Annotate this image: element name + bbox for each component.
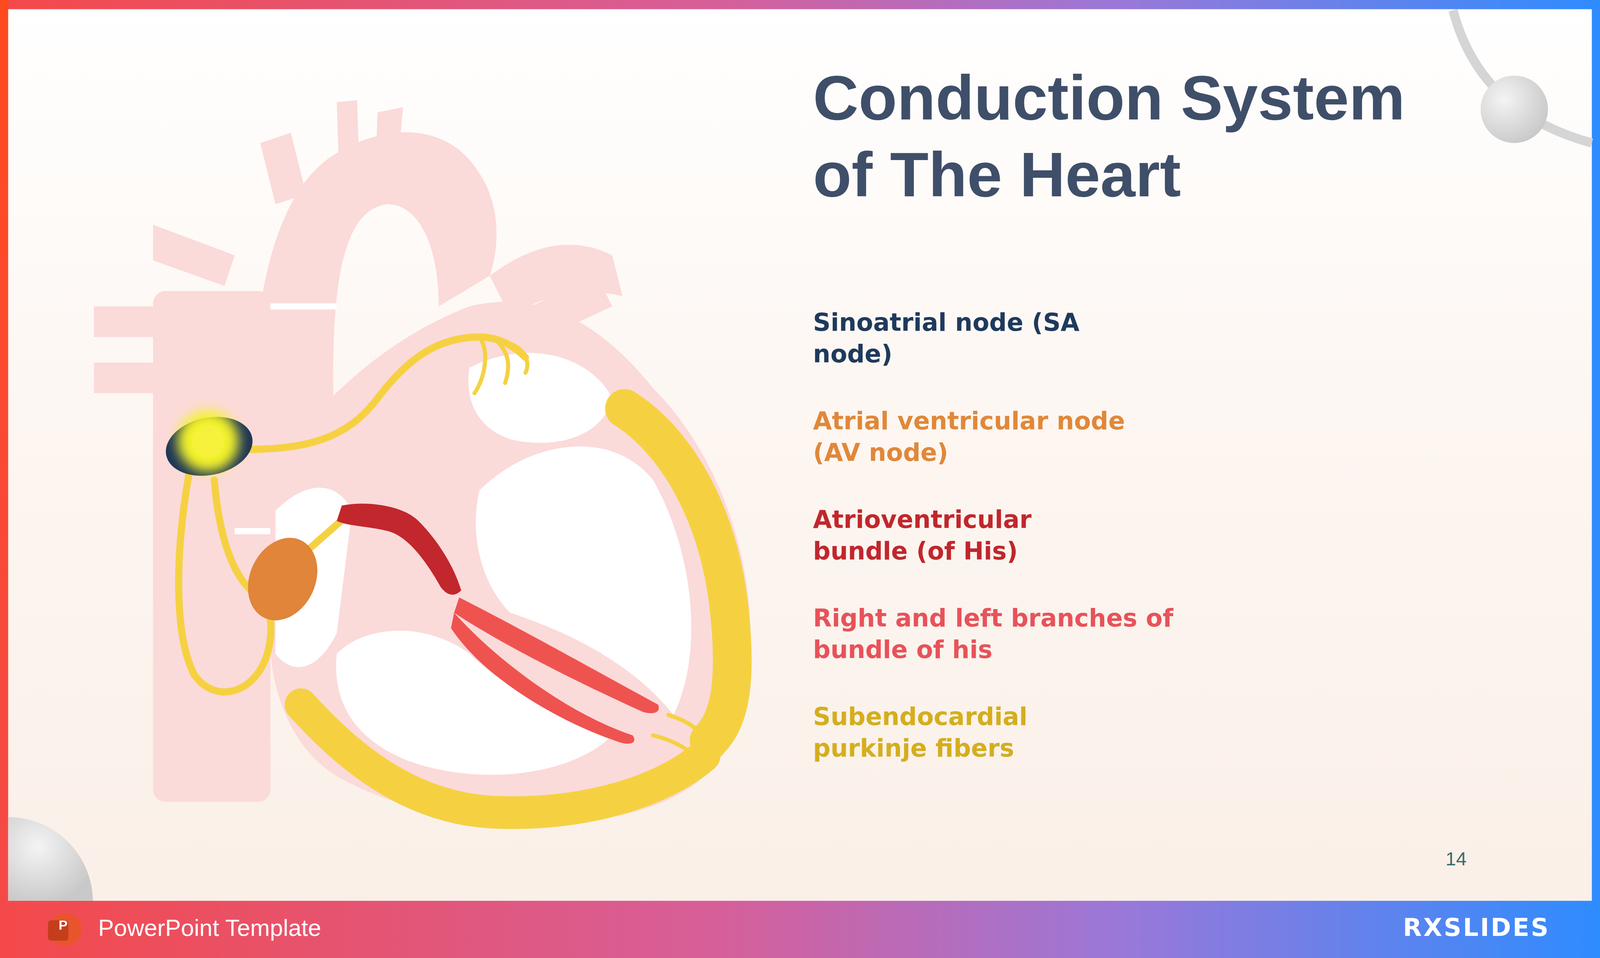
sa-node (160, 409, 259, 484)
left-bundle-branch (450, 612, 635, 744)
left-border (0, 0, 9, 958)
deco-circle (1480, 75, 1548, 144)
sa-node-glow (191, 424, 225, 458)
slide-title: Conduction System of The Heart (813, 59, 1468, 213)
legend-item: Atrioventricular bundle (of His) (813, 503, 1113, 567)
footer-text: PowerPoint Template (98, 913, 572, 942)
brand-logo: RXSLIDES (1402, 912, 1561, 942)
vessel-outline (234, 306, 337, 531)
heart-body (270, 301, 751, 823)
bundle-of-his (336, 503, 462, 595)
deco-quarter-circle (8, 816, 94, 901)
av-node (234, 526, 331, 632)
right-border (1591, 0, 1600, 958)
footer-bar (0, 900, 1600, 958)
sa-node-glow (177, 410, 239, 472)
app-icon-letter: P (51, 916, 75, 933)
top-border (0, 0, 1600, 10)
legend-item: Subendocardial purkinje fibers (813, 700, 1089, 764)
conduction-pathways (178, 336, 733, 813)
legend-item: Atrial ventricular node (AV node) (813, 405, 1137, 469)
page-number: 14 (1445, 847, 1493, 871)
deco-arc (1453, 10, 1592, 144)
legend-item: Right and left branches of bundle of his (813, 602, 1215, 666)
legend-item: Sinoatrial node (SA node) (813, 306, 1089, 370)
